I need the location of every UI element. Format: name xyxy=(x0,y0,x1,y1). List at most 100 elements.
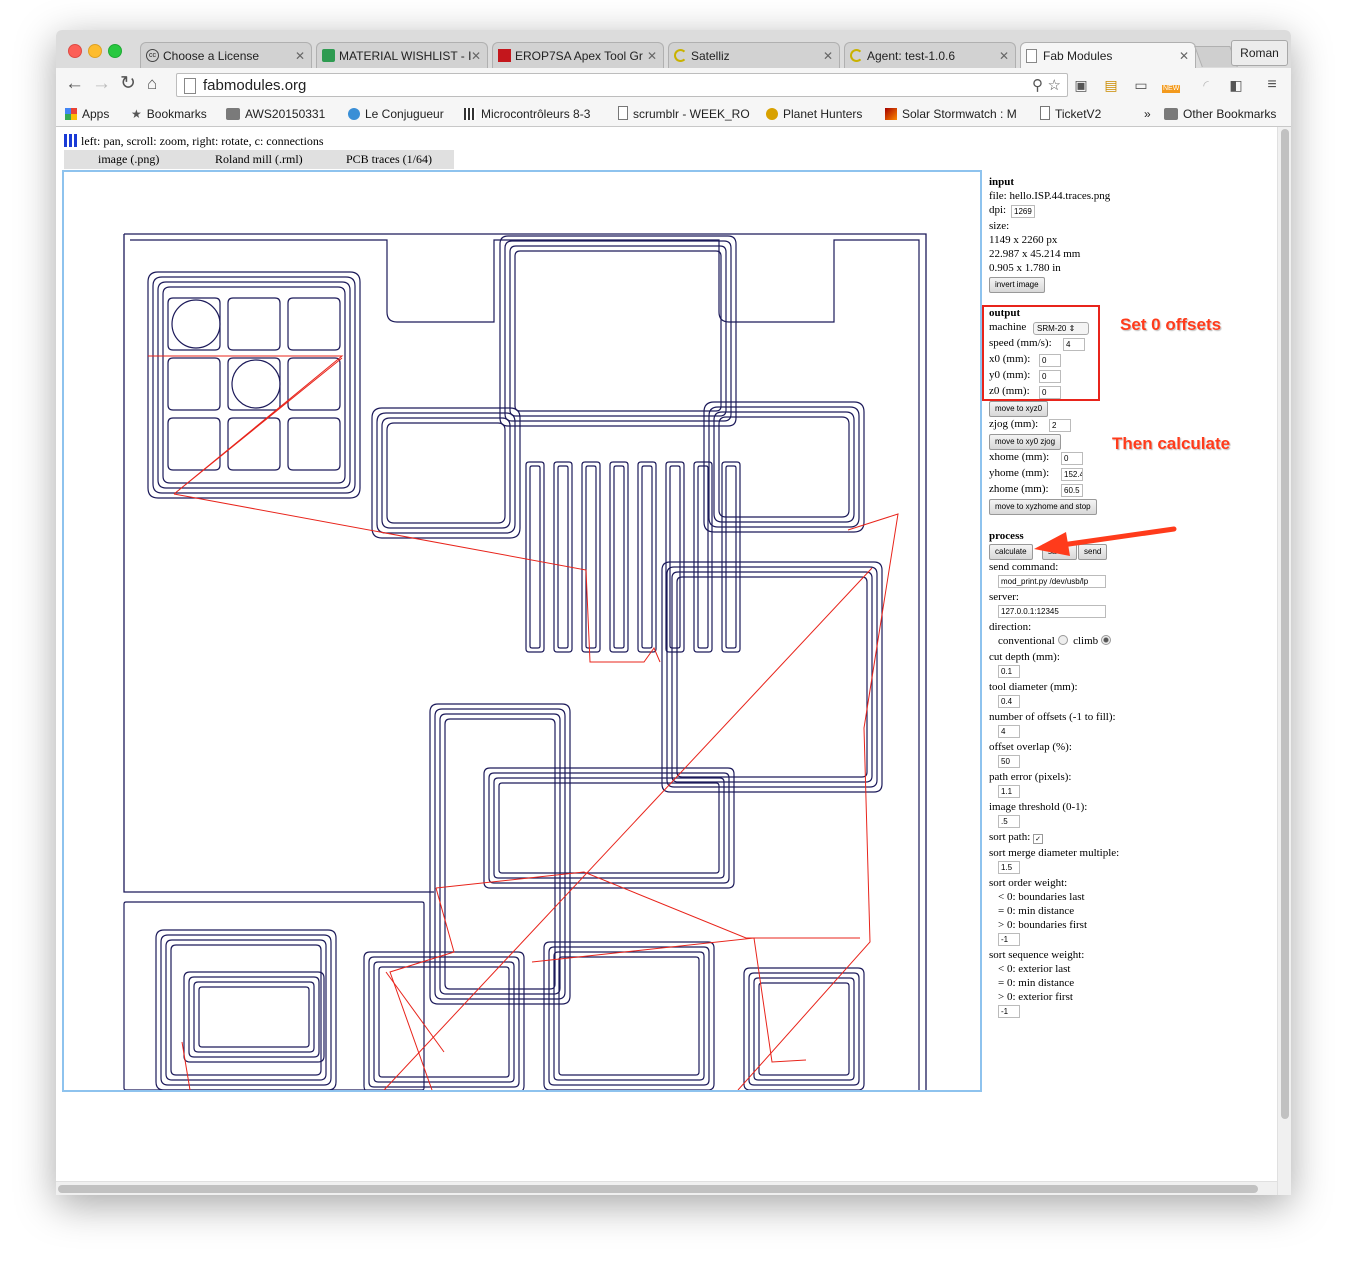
toolpath-canvas[interactable] xyxy=(62,170,982,1092)
bookmark-star-icon[interactable]: ☆ xyxy=(1047,77,1061,94)
profile-button[interactable]: Roman xyxy=(1231,40,1288,66)
connection-line xyxy=(531,937,807,1063)
vertical-scrollbar[interactable] xyxy=(1277,127,1291,1195)
component-outline xyxy=(376,412,516,534)
merge-input[interactable]: 1.5 xyxy=(998,861,1020,874)
tab-close-icon[interactable]: ✕ xyxy=(1178,49,1189,63)
scrollbar-thumb[interactable] xyxy=(58,1185,1258,1193)
zoom-window-button[interactable] xyxy=(108,44,122,58)
tool-diameter-input[interactable]: 0.4 xyxy=(998,695,1020,708)
tab-close-icon[interactable]: ✕ xyxy=(294,49,305,63)
trace-bar xyxy=(613,465,625,649)
tab-satelliz[interactable]: Satelliz ✕ xyxy=(668,42,840,68)
overlap-input[interactable]: 50 xyxy=(998,755,1020,768)
input-heading: input xyxy=(989,176,1015,188)
component-outline xyxy=(514,250,722,412)
tab-agent[interactable]: Agent: test-1.0.6 ✕ xyxy=(844,42,1016,68)
bookmark-ticketv2[interactable]: TicketV2 xyxy=(1040,106,1101,122)
tab-choose-license[interactable]: cc Choose a License ✕ xyxy=(140,42,312,68)
offsets-input[interactable]: 4 xyxy=(998,725,1020,738)
zhome-input[interactable]: 60.5 xyxy=(1061,484,1083,497)
bookmark-aws[interactable]: AWS20150331 xyxy=(226,106,325,122)
select-arrows-icon: ⇕ xyxy=(1068,324,1076,333)
other-bookmarks[interactable]: Other Bookmarks xyxy=(1164,106,1276,122)
send-command-label: send command: xyxy=(989,561,1059,573)
forward-icon[interactable]: → xyxy=(92,73,111,94)
cast-icon[interactable]: ▭ xyxy=(1134,77,1148,93)
page-icon xyxy=(1040,106,1050,120)
horizontal-scrollbar[interactable] xyxy=(56,1181,1277,1195)
address-bar[interactable]: fabmodules.org ⚲ ☆ xyxy=(176,73,1068,97)
invert-image-button[interactable]: invert image xyxy=(989,277,1045,293)
speed-input[interactable]: 4 xyxy=(1063,338,1085,351)
minimize-window-button[interactable] xyxy=(88,44,102,58)
menu-roland-mill[interactable]: Roland mill (.rml) xyxy=(215,152,303,166)
extension-icon[interactable]: ◜ xyxy=(1203,77,1209,93)
path-error-input[interactable]: 1.1 xyxy=(998,785,1020,798)
conventional-radio[interactable] xyxy=(1057,635,1068,645)
move-to-xyz0-button[interactable]: move to xyz0 xyxy=(989,401,1049,417)
tab-close-icon[interactable]: ✕ xyxy=(998,49,1009,63)
tab-close-icon[interactable]: ✕ xyxy=(646,49,657,63)
highlight-offsets-box xyxy=(982,305,1100,401)
send-command-input[interactable]: mod_print.py /dev/usb/lp xyxy=(998,575,1106,588)
reload-icon[interactable]: ↻ xyxy=(120,73,136,94)
calculate-button[interactable]: calculate xyxy=(989,544,1033,560)
dpi-input[interactable]: 1269 xyxy=(1011,205,1035,218)
yhome-input[interactable]: 152.4 xyxy=(1061,468,1083,481)
menu-icon[interactable]: ≡ xyxy=(1267,76,1277,93)
menu-image-png[interactable]: image (.png) xyxy=(98,152,160,166)
tab-fab-modules[interactable]: Fab Modules ✕ xyxy=(1020,42,1196,68)
xhome-input[interactable]: 0 xyxy=(1061,452,1083,465)
cut-depth-input[interactable]: 0.1 xyxy=(998,665,1020,678)
component-outline xyxy=(548,946,710,1086)
close-window-button[interactable] xyxy=(68,44,82,58)
climb-radio[interactable] xyxy=(1100,635,1111,645)
bookmark-planet-hunters[interactable]: Planet Hunters xyxy=(766,106,862,122)
zjog-input[interactable]: 2 xyxy=(1049,419,1071,432)
tab-erop7sa[interactable]: EROP7SA Apex Tool Gr ✕ xyxy=(492,42,664,68)
server-input[interactable]: 127.0.0.1:12345 xyxy=(998,605,1106,618)
z0-label: z0 (mm): xyxy=(989,385,1030,397)
page-icon xyxy=(184,78,196,94)
component-outline xyxy=(708,406,860,528)
annotation-then-calculate: Then calculate xyxy=(1112,434,1231,453)
order-weight-input[interactable]: -1 xyxy=(998,933,1020,946)
threshold-input[interactable]: .5 xyxy=(998,815,1020,828)
sequence-weight-input[interactable]: -1 xyxy=(998,1005,1020,1018)
tab-material-wishlist[interactable]: MATERIAL WISHLIST - I ✕ xyxy=(316,42,488,68)
bookmark-bookmarks[interactable]: ★Bookmarks xyxy=(131,107,207,121)
bookmark-solar-stormwatch[interactable]: Solar Stormwatch : M xyxy=(885,106,1021,122)
bookmark-conjugueur[interactable]: Le Conjugueur xyxy=(348,106,444,122)
component-outline xyxy=(753,977,855,1081)
y0-input[interactable]: 0 xyxy=(1039,370,1061,383)
scrollbar-thumb[interactable] xyxy=(1281,129,1289,1119)
tab-close-icon[interactable]: ✕ xyxy=(822,49,833,63)
move-to-xyzhome-button[interactable]: move to xyzhome and stop xyxy=(989,499,1097,515)
board-outline xyxy=(123,901,425,1090)
pad-circle xyxy=(171,299,221,349)
sort-path-checkbox[interactable]: ✓ xyxy=(1033,834,1043,844)
home-icon[interactable]: ⌂ xyxy=(147,74,158,93)
machine-select[interactable]: SRM-20 ⇕ xyxy=(1033,322,1089,335)
trace-bar xyxy=(697,465,709,649)
dpi-label: dpi: xyxy=(989,204,1007,216)
extension-icon[interactable]: ▤ xyxy=(1104,77,1118,93)
bookmark-microcontroleurs[interactable]: Microcontrôleurs 8-3 xyxy=(464,106,600,122)
bookmark-apps[interactable]: Apps xyxy=(65,106,109,122)
extension-new-icon[interactable]: NEW xyxy=(1162,77,1186,93)
back-icon[interactable]: ← xyxy=(65,73,84,94)
toolpath-drawing[interactable] xyxy=(64,172,980,1090)
extension-icon[interactable]: ▣ xyxy=(1074,77,1088,93)
component-outline xyxy=(558,956,700,1076)
bookmarks-overflow-button[interactable]: » xyxy=(1144,107,1151,121)
bookmark-scrumblr[interactable]: scrumblr - WEEK_RO xyxy=(618,106,750,122)
x0-input[interactable]: 0 xyxy=(1039,354,1061,367)
zoom-icon[interactable]: ⚲ xyxy=(1032,77,1043,94)
menu-pcb-traces[interactable]: PCB traces (1/64) xyxy=(346,152,432,166)
z0-input[interactable]: 0 xyxy=(1039,386,1061,399)
extension-icon[interactable]: ◧ xyxy=(1229,77,1243,93)
send-button[interactable]: send xyxy=(1078,544,1108,560)
tab-close-icon[interactable]: ✕ xyxy=(470,49,481,63)
move-to-xy0-zjog-button[interactable]: move to xy0 zjog xyxy=(989,434,1062,450)
